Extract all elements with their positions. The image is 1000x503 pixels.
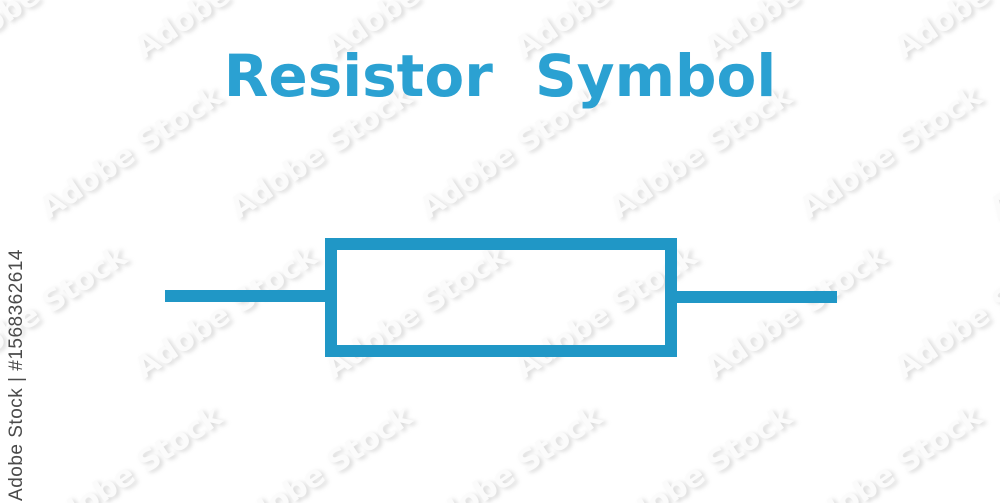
watermark-credit: Adobe Stock | #1568362614 bbox=[6, 249, 27, 501]
resistor-lead-right-line bbox=[671, 291, 837, 303]
resistor-lead-left-line bbox=[165, 290, 331, 302]
page-title: Resistor Symbol bbox=[223, 42, 777, 110]
resistor-body-rectangle bbox=[325, 238, 677, 357]
